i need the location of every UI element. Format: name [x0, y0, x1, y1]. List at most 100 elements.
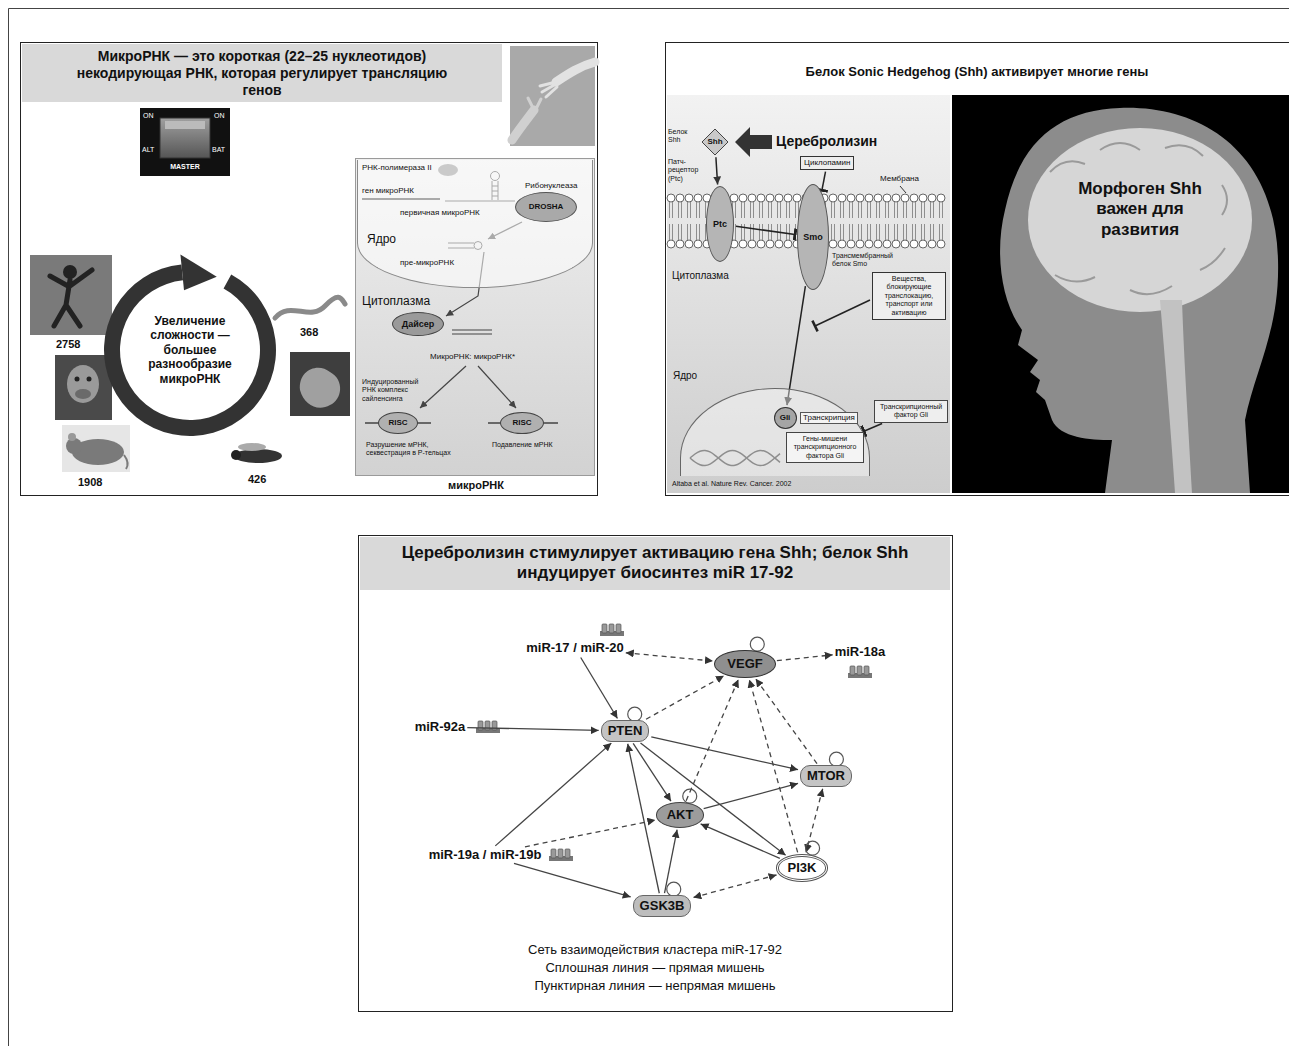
ptc-receptor: Ptc — [706, 186, 734, 262]
nucleus-region: ЯдроDROSHA — [357, 160, 593, 288]
brain-panel: Морфоген Shh важен для развития — [952, 95, 1289, 493]
node-text: Shh — [707, 137, 722, 147]
part-label: пре-микроРНК — [400, 258, 454, 268]
switch-label: ALT — [142, 146, 154, 154]
organism-photo — [234, 449, 282, 463]
slide-frame — [666, 43, 1289, 496]
node-text: Вещества, блокирующие транслокацию, тран… — [875, 275, 943, 317]
membrane-bilayer — [847, 194, 855, 202]
membrane-bilayer — [748, 194, 756, 202]
caption-line: Сеть взаимодействия кластера miR-17-92 — [528, 942, 782, 958]
risc-complex: RISC — [378, 412, 418, 434]
drosha-enzyme: DROSHA — [515, 192, 577, 222]
membrane-bilayer — [676, 194, 684, 202]
transcription-factor-box: Транскрипционный фактор Gli — [874, 400, 948, 423]
organism-photo — [55, 355, 112, 420]
membrane-bilayer — [838, 194, 846, 202]
interaction-arrow — [581, 658, 618, 719]
mirna-icon — [850, 666, 855, 675]
master-switch — [140, 108, 230, 176]
membrane-bilayer — [685, 240, 693, 248]
node-text: miR-17 / miR-20 — [526, 640, 624, 656]
gene-node: PTEN — [601, 720, 650, 742]
organism-photo — [30, 255, 112, 335]
gene-node: VEGF — [714, 650, 775, 678]
membrane-bilayer — [874, 194, 882, 202]
signal-connector — [736, 226, 795, 234]
membrane-bilayer — [757, 194, 765, 202]
organism-photo — [300, 368, 340, 408]
shh-diamond: Shh — [701, 128, 729, 156]
membrane-bilayer — [928, 240, 936, 248]
membrane-bilayer — [937, 240, 945, 248]
biogenesis-picture — [478, 366, 516, 408]
mirna-label: miR-17 / miR-20 — [526, 640, 624, 656]
organism-photo — [62, 425, 130, 472]
membrane-bilayer — [694, 194, 702, 202]
node-text: RISC — [512, 418, 531, 428]
interaction-arrow — [665, 830, 678, 894]
master-switch — [165, 121, 205, 129]
membrane-bilayer — [937, 194, 945, 202]
organism-photo — [231, 450, 241, 460]
node-text: VEGF — [727, 656, 762, 672]
interaction-arrow — [525, 820, 655, 847]
node-text: RISC — [388, 418, 407, 428]
membrane-bilayer — [928, 194, 936, 202]
part-label: МикроРНК: микроРНК* — [430, 352, 515, 362]
part-label: Подавление мРНК — [492, 441, 562, 449]
head-picture — [1028, 128, 1252, 312]
interaction-arrow — [756, 679, 817, 764]
mirna-icon — [551, 849, 556, 858]
membrane-bilayer — [829, 240, 837, 248]
mirna-icon — [565, 849, 570, 858]
membrane-bilayer — [766, 194, 774, 202]
signal-connector — [822, 172, 826, 191]
caption-line: Пунктирная линия — непрямая мишень — [534, 978, 775, 994]
membrane-bilayer — [883, 240, 891, 248]
membrane-bilayer — [739, 240, 747, 248]
mirna-label: miR-18a — [835, 644, 886, 660]
hands-picture — [512, 110, 534, 140]
self-loop — [628, 707, 642, 721]
membrane-bilayer — [901, 194, 909, 202]
signalling-picture — [900, 186, 906, 193]
cycle-text: Увеличение сложности — большее разнообра… — [134, 314, 246, 386]
slide-frame — [359, 536, 953, 1012]
signalling-picture — [667, 95, 950, 493]
organism-photo — [50, 270, 92, 326]
node-text: Ядро — [673, 370, 697, 382]
hands-picture — [528, 98, 541, 110]
part-label: Рибонуклеаза — [525, 181, 577, 191]
source-note: Altaba et al. Nature Rev. Cancer. 2002 — [672, 480, 791, 488]
interaction-arrow — [777, 655, 833, 661]
switch-label: BAT — [212, 146, 225, 154]
node-text: Циклопамин — [804, 158, 850, 168]
node-text: Smo — [803, 232, 823, 243]
cycle-arrow — [104, 254, 276, 436]
mirna-label: miR-92a — [415, 719, 466, 735]
interaction-arrow — [651, 737, 798, 770]
organism-photo — [124, 455, 128, 469]
switch-label: ON — [214, 112, 225, 120]
membrane-bilayer — [667, 240, 675, 248]
node-text: miR-19a / miR-19b — [429, 847, 542, 863]
membrane-bilayer — [667, 194, 675, 202]
organism-photo — [238, 443, 266, 451]
gli-factor: Gli — [774, 407, 797, 429]
part-label: Трансмембранный белок Smo — [832, 252, 888, 269]
membrane-bilayer — [847, 240, 855, 248]
signal-connector — [716, 157, 718, 184]
organism-photo — [68, 433, 76, 441]
gene-node: GSK3B — [633, 895, 692, 917]
cycle-arrow — [104, 264, 276, 436]
membrane-bilayer — [910, 194, 918, 202]
organism-photo — [63, 265, 77, 279]
organism-photo — [30, 255, 350, 472]
biogenesis-picture — [420, 366, 466, 408]
membrane-bilayer — [694, 240, 702, 248]
membrane-bilayer — [739, 194, 747, 202]
slide-frame — [21, 43, 1289, 1012]
node-text: Гены-мишени транскрипционного фактора Gl… — [789, 435, 861, 460]
diamond-outline — [702, 129, 728, 155]
